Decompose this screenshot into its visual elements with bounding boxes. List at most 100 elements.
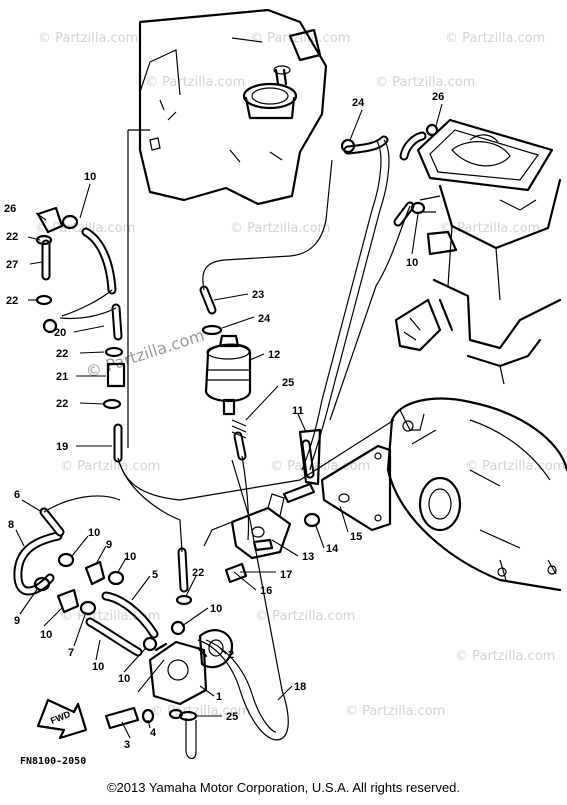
callout-label: 25 [282, 377, 294, 389]
fitting-9 [56, 588, 80, 614]
callout-label: 10 [118, 673, 130, 685]
callout-label: 26 [4, 203, 16, 215]
watermark: © Partzilla.com [455, 649, 555, 664]
callout-label: 22 [6, 231, 18, 243]
watermark: © Partzilla.com [38, 31, 138, 46]
fwd-arrow: FWD [36, 698, 88, 740]
clamp-10 [79, 600, 97, 616]
clamp-22 [35, 234, 53, 246]
callout-label: 22 [56, 348, 68, 360]
hose-layer [13, 131, 427, 657]
clamp-10 [410, 201, 426, 215]
callout-label: 10 [92, 661, 104, 673]
clamp-22 [104, 346, 124, 358]
callout-label: 24 [352, 97, 365, 109]
clamp-22 [175, 594, 193, 606]
clamp-26 [425, 123, 439, 137]
callout-label: 1 [216, 691, 222, 703]
callout-label: 10 [124, 551, 136, 563]
callout-label: 8 [8, 519, 14, 531]
lower-left-parts [33, 538, 274, 652]
watermark: © Partzilla.com [150, 704, 250, 719]
watermark: © Partzilla.com [145, 75, 245, 90]
washer-13 [252, 538, 274, 552]
callout-label: 26 [432, 91, 444, 103]
callout-label: 14 [326, 543, 339, 555]
watermark: © Partzilla.com [250, 31, 350, 46]
clamp-22 [102, 398, 122, 410]
watermark-layer: © Partzilla.com © Partzilla.com © Partzi… [35, 31, 565, 719]
drawing-code: FN8100-2050 [20, 756, 86, 767]
clamp-10 [142, 636, 158, 652]
watermark-center: © Partzilla.com [83, 326, 206, 382]
callout-label: 11 [292, 405, 304, 417]
callout-label: 20 [54, 327, 66, 339]
clamp-24 [340, 138, 356, 154]
callout-label: 7 [68, 647, 74, 659]
callout-label: 21 [56, 371, 68, 383]
callout-label: 22 [56, 398, 68, 410]
callout-label: 10 [40, 629, 52, 641]
clamp-10 [61, 214, 79, 230]
callout-label: 15 [350, 531, 362, 543]
callout-label: 12 [268, 349, 280, 361]
collar-14 [303, 512, 321, 528]
callout-label: 3 [124, 739, 130, 751]
joint-21 [106, 362, 126, 388]
clamp-20 [42, 318, 58, 334]
callout-label: 19 [56, 441, 68, 453]
callout-label: 6 [14, 489, 20, 501]
spring-25 [231, 419, 247, 439]
fittings-layer [35, 123, 439, 606]
fwd-label: FWD [49, 709, 72, 726]
callout-label: 4 [150, 727, 157, 739]
callout-label: 13 [302, 551, 314, 563]
callout-label: 10 [406, 257, 418, 269]
clamp-10 [170, 620, 186, 636]
watermark: © Partzilla.com [445, 31, 545, 46]
clip-11 [298, 428, 322, 486]
bolt-17 [224, 562, 248, 584]
callout-label: 10 [84, 171, 96, 183]
clamp-10 [33, 576, 51, 592]
exploded-parts-diagram: © Partzilla.com © Partzilla.com © Partzi… [4, 8, 567, 767]
watermark: © Partzilla.com [255, 609, 355, 624]
bolt-3 [104, 706, 140, 730]
clamp-10 [107, 570, 125, 586]
callout-label: 9 [14, 615, 20, 627]
callout-label: 24 [258, 313, 271, 325]
callout-label: 10 [88, 527, 100, 539]
callout-layer: 24 26 10 10 26 22 27 22 20 22 21 22 19 2… [4, 91, 444, 751]
callout-label: 27 [6, 259, 18, 271]
callout-label: 23 [252, 289, 264, 301]
pump-bracket [203, 493, 292, 560]
clamp-24 [201, 324, 223, 336]
callout-label: 9 [106, 539, 112, 551]
mounting-bracket-plate [320, 444, 392, 532]
callout-label: 22 [192, 567, 204, 579]
watermark: © Partzilla.com [375, 75, 475, 90]
watermark: © Partzilla.com [60, 459, 160, 474]
callout-label: 16 [260, 585, 272, 597]
gasket-2 [198, 629, 234, 669]
fitting-26 [36, 206, 64, 234]
callout-label: 10 [210, 603, 222, 615]
bolt-14 [282, 482, 316, 504]
fuel-tank [138, 8, 328, 206]
carburetor [416, 118, 562, 301]
callout-label: 25 [226, 711, 238, 723]
callout-label: 5 [152, 569, 158, 581]
callout-label: 22 [6, 295, 18, 307]
watermark: © Partzilla.com [345, 704, 445, 719]
watermark: © Partzilla.com [465, 459, 565, 474]
callout-label: 17 [280, 569, 292, 581]
leader-line-layer [15, 103, 443, 739]
watermark: © Partzilla.com [230, 221, 330, 236]
clamp-10 [57, 552, 75, 568]
clamp-22 [35, 294, 53, 306]
fuel-filter [204, 334, 252, 416]
callout-label: 18 [294, 681, 306, 693]
copyright-notice: ©2013 Yamaha Motor Corporation, U.S.A. A… [106, 780, 461, 795]
callout-label: 2 [228, 649, 234, 661]
